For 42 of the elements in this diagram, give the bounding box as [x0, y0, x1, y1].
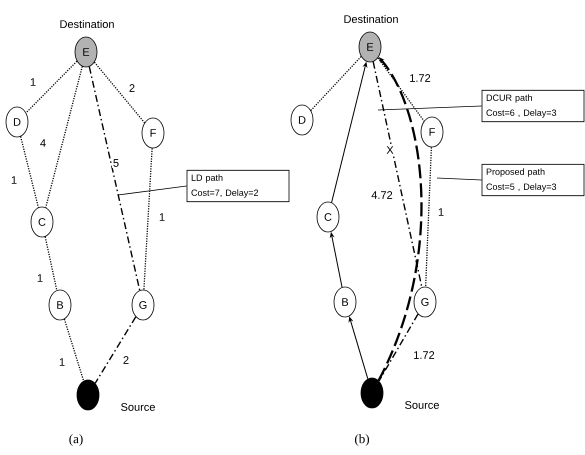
node-caption: Destination — [60, 20, 114, 28]
panel-label: (a) — [69, 434, 83, 446]
edge-label: 4.72 — [370, 190, 394, 200]
panel-label: (b) — [355, 434, 370, 446]
edge-label: 1 — [158, 212, 166, 222]
edge-label: 4 — [38, 138, 48, 148]
edge-label: 1 — [58, 357, 66, 367]
connector-line — [377, 58, 425, 122]
leader-line — [436, 178, 482, 180]
node-caption: Destination — [344, 14, 398, 24]
edge-label: 1 — [10, 175, 18, 185]
connector-line — [94, 316, 136, 384]
path-box: Proposed path Cost=5 , Delay=3 — [482, 164, 584, 196]
connector-line — [94, 62, 146, 124]
edge-label: 1 — [436, 207, 446, 217]
leader-line — [378, 106, 482, 110]
connector-line — [378, 314, 419, 382]
edge-label: 2 — [122, 355, 130, 365]
source-node — [76, 380, 100, 410]
path-box: DCUR path Cost=6 , Delay=3 — [482, 90, 584, 122]
connector-line — [64, 319, 84, 381]
edge-label: 1.72 — [412, 350, 436, 360]
connector-line — [143, 148, 153, 290]
connector-line — [310, 56, 362, 111]
connector-line — [20, 136, 39, 208]
edge-label: 1 — [36, 273, 44, 283]
edge-label: 1 — [28, 77, 38, 87]
node-caption: Source — [121, 403, 155, 411]
path-box: LD path Cost=7, Delay=2 — [186, 170, 290, 202]
node-caption: Source — [405, 401, 439, 409]
connector-line — [425, 147, 432, 287]
source-node — [360, 378, 384, 408]
connector-line — [372, 62, 422, 288]
edge-label: 5 — [112, 158, 120, 168]
cross-mark: X — [386, 146, 394, 154]
edge-label: 1.72 — [408, 73, 432, 83]
leader-line — [118, 186, 187, 196]
connector-line — [26, 60, 78, 114]
edge-label: 2 — [128, 83, 136, 93]
connector-line — [88, 66, 140, 290]
connector-line — [45, 66, 83, 208]
connector-line — [44, 236, 58, 290]
